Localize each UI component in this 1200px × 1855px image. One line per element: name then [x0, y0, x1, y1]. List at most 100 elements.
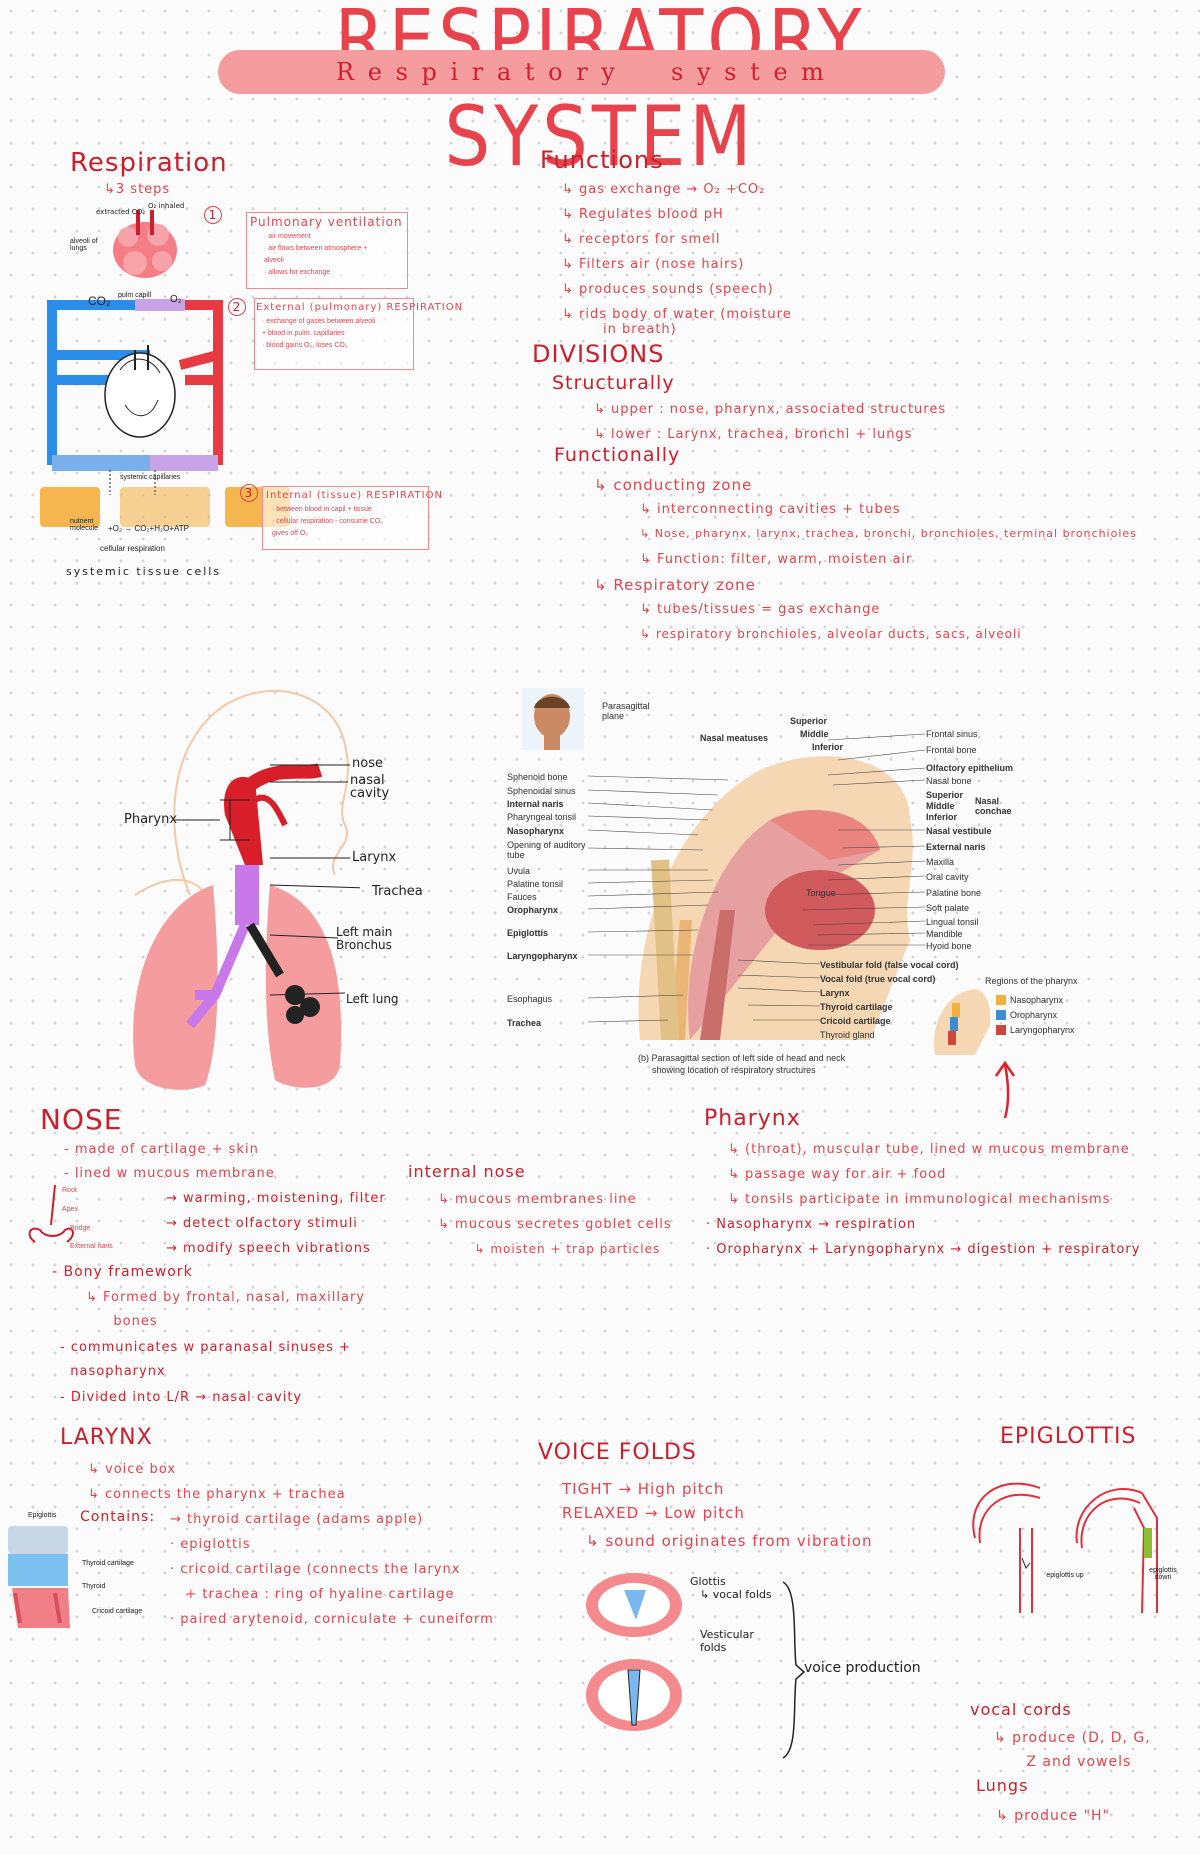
- figure-left-11: Epiglottis: [507, 928, 548, 938]
- region-swatch-laryngopharynx: [996, 1025, 1006, 1035]
- conducting-item-3: ↳ Function: filter, warm, moisten air: [640, 552, 913, 567]
- step3-line-2: · cellular respiration - consume CO₂: [272, 518, 383, 525]
- anatomy-left-lung: Left lung: [346, 992, 399, 1006]
- epiglottis-down-label: epiglottis down: [1149, 1567, 1177, 1581]
- figure-right-11: Oral cavity: [926, 872, 969, 882]
- anatomy-left-bronchus: Left main Bronchus: [336, 925, 393, 953]
- larynx-contains-4: + trachea : ring of hyaline cartilage: [170, 1587, 455, 1602]
- label-alveoli: alveoli of lungs: [70, 238, 98, 252]
- anatomy-illustration: [133, 690, 349, 1090]
- nose-comm-1: - communicates w paranasal sinuses +: [60, 1340, 351, 1355]
- anatomy-trachea: Trachea: [372, 884, 423, 899]
- airway-illustration: [186, 763, 323, 1029]
- step1-number: 1: [204, 206, 222, 224]
- nose-func-1: → warming, moistening, filter: [166, 1191, 386, 1206]
- pharynx-heading: Pharynx: [704, 1106, 801, 1131]
- figure-right-12: Palatine bone: [926, 888, 982, 898]
- lungs-produce: ↳ produce "H": [996, 1808, 1111, 1824]
- pharynx-item-1: ↳ (throat), muscular tube, lined w mucou…: [728, 1142, 1130, 1157]
- figure-right-9: External naris: [926, 842, 986, 852]
- figure-bottom-4: Thyroid cartilage: [820, 1002, 893, 1012]
- figure-bottom-6: Thyroid gland: [820, 1030, 875, 1040]
- anatomy-nose: nose: [352, 756, 383, 771]
- figure-tongue: Tongue: [806, 888, 836, 898]
- pharynx-item-2: ↳ passage way for air + food: [728, 1167, 947, 1182]
- figure-left-5: Nasopharynx: [507, 826, 565, 836]
- figure-right-5: Superior: [926, 790, 964, 800]
- figure-right-3: Olfactory epithelium: [926, 763, 1014, 773]
- lungs-heading: Lungs: [976, 1776, 1029, 1795]
- figure-left-12: Laryngopharynx: [507, 951, 578, 961]
- functions-item-6: ↳ rids body of water (moisture: [562, 307, 792, 322]
- divisions-upper: ↳ upper : nose, pharynx, associated stru…: [594, 402, 947, 417]
- figure-left-7: Uvula: [507, 866, 531, 876]
- larynx-contains-1: → thyroid cartilage (adams apple): [170, 1512, 424, 1527]
- larynx-item-1: ↳ voice box: [88, 1462, 177, 1477]
- step1-line-1: · air movement: [264, 233, 311, 240]
- figure-right-14: Lingual tonsil: [926, 917, 979, 927]
- step1-box: [246, 212, 408, 289]
- figure-right-2: Frontal bone: [926, 745, 977, 755]
- figure-left-6: Opening of auditory tube: [507, 840, 586, 860]
- larynx-heading: LARYNX: [60, 1425, 153, 1450]
- label-nutrient: nutrient molecule: [70, 518, 99, 532]
- functions-item-2: ↳ Regulates blood pH: [562, 207, 724, 222]
- figure-left-8: Palatine tonsil: [507, 879, 564, 889]
- vocal-cords-produce-1: ↳ produce (D, D, G,: [994, 1730, 1151, 1746]
- step3-line-3: gives off O₂: [272, 530, 309, 537]
- epiglottis-up-illustration: [972, 1482, 1041, 1613]
- figure-leader-lines: [588, 733, 926, 1023]
- pharynx-bracket: [175, 799, 250, 841]
- figure-conchae: Nasal conchae: [975, 796, 1012, 816]
- voice-relaxed: RELAXED → Low pitch: [562, 1504, 745, 1522]
- step2-line-1: · exchange of gases between alveoli: [262, 318, 376, 325]
- label-cellular: cellular respiration: [100, 544, 165, 553]
- larynx-contains-2: · epiglottis: [170, 1537, 251, 1552]
- figure-right-10: Maxilla: [926, 857, 955, 867]
- larynx-illustration: [8, 1526, 70, 1628]
- figure-inferior: Inferior: [812, 742, 844, 752]
- respiratory-item-2: ↳ respiratory bronchioles, alveolar duct…: [640, 627, 1022, 641]
- larynx-label-epiglottis: Epiglottis: [28, 1512, 57, 1519]
- respiratory-item-1: ↳ tubes/tissues = gas exchange: [640, 602, 881, 617]
- conducting-item-2: ↳ Nose, pharynx, larynx, trachea, bronch…: [640, 527, 1137, 540]
- figure-right-4: Nasal bone: [926, 776, 972, 786]
- figure-left-3: Internal naris: [507, 799, 564, 809]
- step3-line-1: · between blood in capil + tissue: [272, 506, 372, 513]
- label-reaction: +O₂ → CO₂+H₂O+ATP: [108, 524, 189, 533]
- figure-bottom-2: Vocal fold (true vocal cord): [820, 974, 936, 984]
- respiration-steps: ↳3 steps: [104, 182, 171, 197]
- up-arrow-icon: [994, 1060, 1016, 1119]
- title-banner: [218, 50, 945, 94]
- head-outline: [134, 690, 349, 896]
- anatomy-leader-lines: [270, 764, 360, 996]
- vocal-folds-open-illustration: [586, 1573, 682, 1637]
- larynx-item-2: ↳ connects the pharynx + trachea: [88, 1487, 346, 1502]
- internal-nose-item-2: ↳ mucous secretes goblet cells: [438, 1217, 672, 1232]
- internal-nose-heading: internal nose: [408, 1162, 526, 1181]
- region-nasopharynx: Nasopharynx: [1010, 995, 1064, 1005]
- respiration-diagram: [40, 210, 290, 527]
- lungs-alveoli-illustration: [113, 210, 177, 278]
- divisions-structurally: Structurally: [552, 372, 675, 394]
- functions-heading: Functions: [540, 146, 664, 174]
- nose-func-3: → modify speech vibrations: [166, 1241, 371, 1256]
- epiglottis-down-illustration: [1075, 1488, 1158, 1614]
- nose-func-2: → detect olfactory stimuli: [166, 1216, 358, 1231]
- figure-plane: Parasagittal plane: [602, 701, 650, 721]
- figure-middle: Middle: [800, 729, 829, 739]
- figure-bottom-1: Vestibular fold (false vocal cord): [820, 960, 959, 970]
- figure-caption-2: showing location of respiratory structur…: [652, 1065, 816, 1075]
- step2-box: [254, 298, 414, 370]
- pharynx-regions-thumbnail: [934, 989, 991, 1055]
- label-extracted: extracted CO₂: [96, 208, 146, 216]
- nose-heading: NOSE: [40, 1103, 123, 1136]
- nose-item-2: - lined w mucous membrane: [64, 1166, 275, 1181]
- regions-title: Regions of the pharynx: [985, 976, 1078, 986]
- figure-left-14: Trachea: [507, 1018, 542, 1028]
- label-inhaled: O₂ inhaled: [148, 202, 185, 210]
- figure-left-1: Sphenoid bone: [507, 772, 568, 782]
- figure-right-13: Soft palate: [926, 903, 970, 913]
- step1-line-4: · allows for exchange: [264, 269, 331, 276]
- voice-vesticular: Vesticular folds: [700, 1628, 754, 1655]
